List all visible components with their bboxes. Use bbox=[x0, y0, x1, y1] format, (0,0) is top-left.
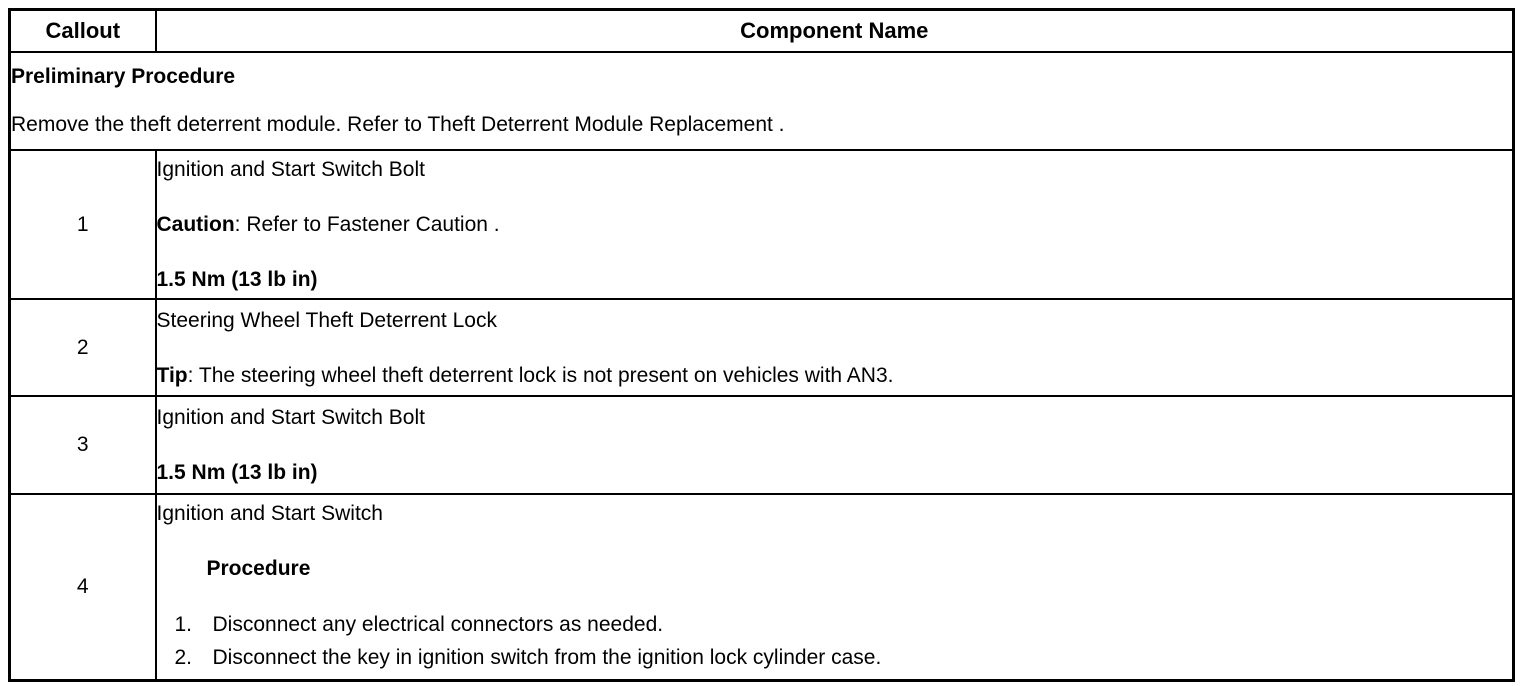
component-name: Ignition and Start Switch bbox=[156, 502, 383, 525]
step-text: Disconnect the key in ignition switch fr… bbox=[212, 646, 882, 669]
tip-note: Tip: The steering wheel theft deterrent … bbox=[157, 362, 1513, 389]
procedure-step-list: 1. Disconnect any electrical connectors a… bbox=[157, 608, 1513, 674]
torque-spec: 1.5 Nm (13 lb in) bbox=[156, 268, 318, 291]
column-header-component-name: Component Name bbox=[154, 8, 1515, 53]
tip-text: : The steering wheel theft deterrent loc… bbox=[187, 363, 894, 387]
component-description-cell: Steering Wheel Theft Deterrent Lock Tip:… bbox=[154, 298, 1515, 397]
component-name: Ignition and Start Switch Bolt bbox=[156, 406, 425, 429]
column-header-callout: Callout bbox=[8, 8, 157, 53]
component-callout-table: Callout Component Name Preliminary Proce… bbox=[8, 8, 1515, 682]
callout-number: 3 bbox=[8, 395, 157, 495]
table-row: 4 Ignition and Start Switch Procedure 1.… bbox=[8, 493, 1515, 682]
component-name: Steering Wheel Theft Deterrent Lock bbox=[156, 308, 497, 332]
table-row: 2 Steering Wheel Theft Deterrent Lock Ti… bbox=[8, 298, 1515, 397]
procedure-heading: Procedure bbox=[206, 557, 311, 580]
component-description-cell: Ignition and Start Switch Bolt Caution: … bbox=[154, 149, 1515, 300]
callout-number: 4 bbox=[8, 493, 157, 682]
table-row: 1 Ignition and Start Switch Bolt Caution… bbox=[8, 149, 1515, 300]
caution-label: Caution bbox=[156, 213, 235, 236]
preliminary-procedure-title: Preliminary Procedure bbox=[11, 65, 236, 88]
component-description-cell: Ignition and Start Switch Bolt 1.5 Nm (1… bbox=[154, 395, 1515, 495]
callout-number: 2 bbox=[8, 298, 157, 397]
preliminary-procedure-text: Remove the theft deterrent module. Refer… bbox=[11, 113, 785, 136]
step-text: Disconnect any electrical connectors as … bbox=[212, 613, 664, 636]
torque-spec: 1.5 Nm (13 lb in) bbox=[156, 461, 318, 484]
caution-text: : Refer to Fastener Caution . bbox=[234, 213, 500, 236]
step-number: 2. bbox=[174, 646, 193, 669]
table-header-row: Callout Component Name bbox=[8, 8, 1515, 53]
step-number: 1. bbox=[174, 613, 193, 636]
list-item: 2. Disconnect the key in ignition switch … bbox=[157, 641, 1513, 674]
preliminary-procedure-row: Preliminary Procedure Remove the theft d… bbox=[8, 51, 1515, 151]
callout-number: 1 bbox=[8, 149, 157, 300]
caution-note: Caution: Refer to Fastener Caution . bbox=[157, 211, 1513, 238]
component-name: Ignition and Start Switch Bolt bbox=[156, 158, 425, 181]
component-description-cell: Ignition and Start Switch Procedure 1. Di… bbox=[154, 493, 1515, 682]
table-row: 3 Ignition and Start Switch Bolt 1.5 Nm … bbox=[8, 395, 1515, 495]
preliminary-procedure-cell: Preliminary Procedure Remove the theft d… bbox=[8, 51, 1515, 151]
list-item: 1. Disconnect any electrical connectors a… bbox=[157, 608, 1513, 641]
tip-label: Tip bbox=[156, 363, 188, 387]
